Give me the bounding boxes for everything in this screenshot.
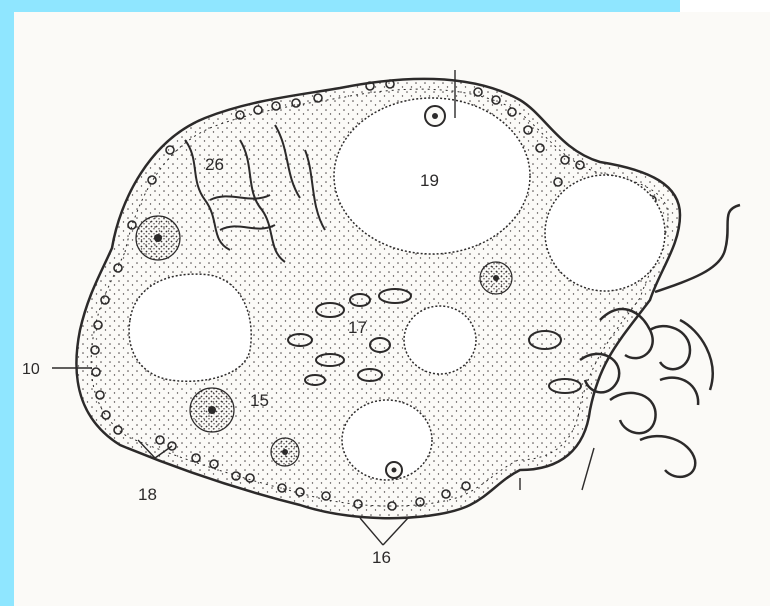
label-17: 17 (348, 318, 367, 337)
label-10: 10 (22, 361, 40, 378)
follicle-right (545, 175, 665, 291)
follicle-left (129, 274, 251, 381)
label-16: 16 (372, 548, 391, 567)
follicle-center (404, 306, 476, 374)
label-19: 19 (420, 171, 439, 190)
label-15: 15 (250, 391, 269, 410)
label-18: 18 (138, 485, 157, 504)
label-26: 26 (205, 155, 224, 174)
